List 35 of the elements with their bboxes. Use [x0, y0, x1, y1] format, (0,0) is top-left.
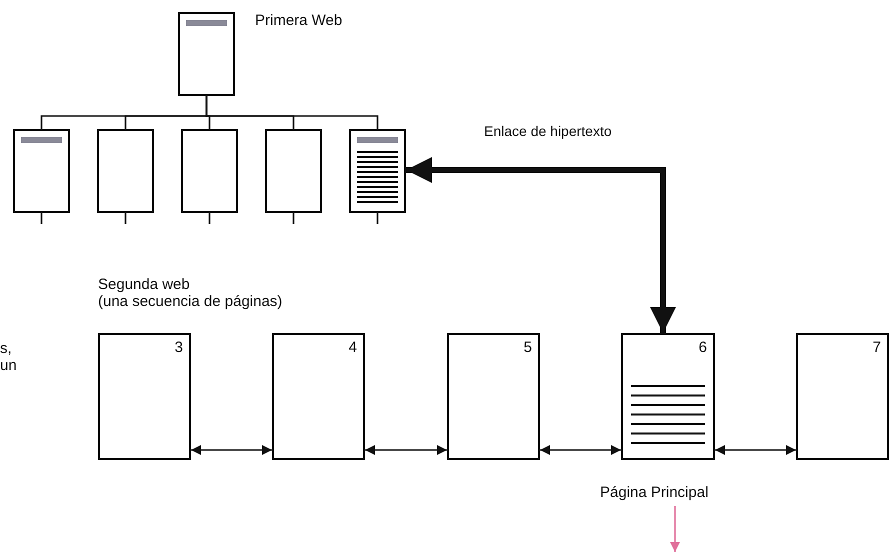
web-page-box: [272, 333, 365, 460]
web-page-box: [621, 333, 715, 460]
web-page-box: [98, 333, 191, 460]
page-number: 4: [348, 339, 357, 356]
text-label: (una secuencia de páginas): [98, 293, 282, 310]
text-label: un: [0, 357, 17, 374]
arrow: [540, 445, 621, 455]
page-number: 5: [524, 339, 532, 356]
connector-line: [40, 213, 42, 224]
connector-line: [206, 96, 378, 129]
web-page-box: [265, 129, 322, 213]
connector-line: [208, 213, 210, 224]
page-caption: Página Principal: [600, 484, 708, 501]
connector-line: [292, 213, 294, 224]
arrow: [191, 445, 272, 455]
page-number: 6: [698, 339, 707, 356]
web-page-box: [349, 129, 406, 213]
arrow: [715, 445, 796, 455]
web-page-box: [13, 129, 70, 213]
connector-line: [124, 213, 126, 224]
arrow: [406, 157, 676, 333]
web-page-box: [178, 12, 235, 96]
arrow: [365, 445, 447, 455]
text-label: s,: [0, 340, 12, 357]
text-label: Segunda web: [98, 276, 190, 293]
web-page-box: [97, 129, 154, 213]
page-number: 3: [174, 339, 183, 356]
edge-label: Enlace de hipertexto: [484, 123, 612, 139]
web-page-box: [447, 333, 540, 460]
connector-line: [376, 213, 378, 224]
arrow: [670, 506, 680, 552]
web-page-box: [181, 129, 238, 213]
web-page-box: [796, 333, 889, 460]
page-number: 7: [872, 339, 881, 356]
page-caption: Primera Web: [255, 12, 342, 29]
